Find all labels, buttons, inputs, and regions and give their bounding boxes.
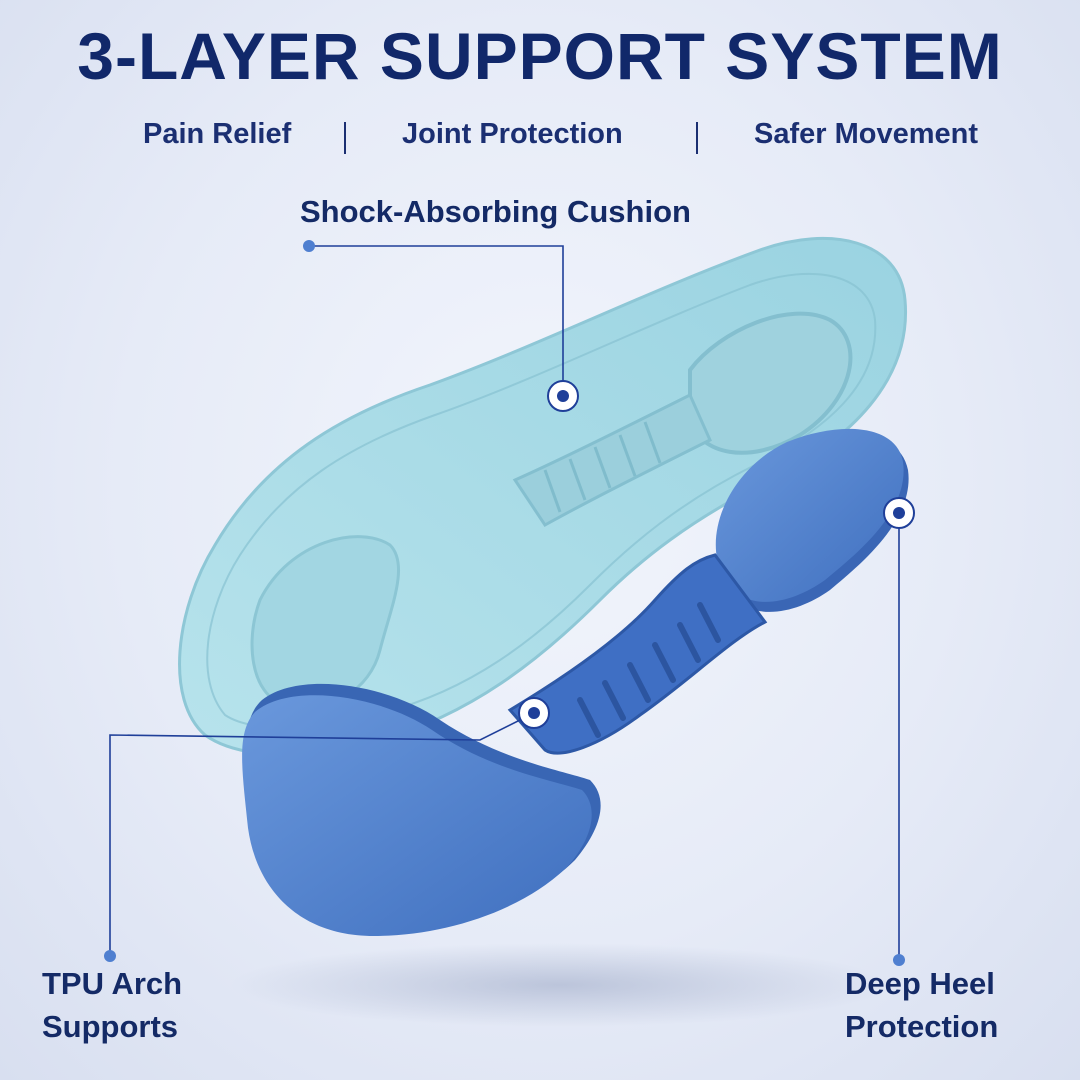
arch-marker	[518, 697, 550, 729]
cushion-marker	[547, 380, 579, 412]
callout-arch-line1: TPU Arch	[42, 966, 183, 1001]
callout-arch: TPU Arch Supports	[42, 962, 182, 1048]
heel-foam-pad	[715, 428, 909, 612]
heel-marker	[883, 497, 915, 529]
benefit-pain-relief: Pain Relief	[143, 118, 292, 150]
insole-cushion	[178, 237, 908, 756]
benefit-joint-protection: Joint Protection	[402, 118, 623, 150]
cushion-leader-dot	[303, 240, 315, 252]
callout-cushion: Shock-Absorbing Cushion	[300, 194, 691, 229]
heel-leader-dot	[893, 954, 905, 966]
tpu-arch-support	[507, 553, 768, 755]
benefit-divider	[344, 122, 346, 154]
arch-leader-line	[109, 712, 535, 956]
arch-leader-dot	[104, 950, 116, 962]
page-title: 3-LAYER SUPPORT SYSTEM	[77, 19, 1003, 93]
callout-lines	[109, 245, 900, 960]
floor-shadow	[230, 943, 890, 1027]
callout-heel-line2: Protection	[845, 1009, 999, 1044]
callout-heel: Deep Heel Protection	[845, 962, 998, 1048]
forefoot-foam-pad	[242, 683, 601, 936]
callout-heel-line1: Deep Heel	[845, 966, 995, 1001]
callout-arch-line2: Supports	[42, 1009, 179, 1044]
benefit-divider	[696, 122, 698, 154]
benefit-bar: Pain Relief Joint Protection Safer Movem…	[0, 118, 1080, 158]
benefit-safer-movement: Safer Movement	[754, 118, 979, 150]
cushion-leader-line	[309, 245, 564, 396]
